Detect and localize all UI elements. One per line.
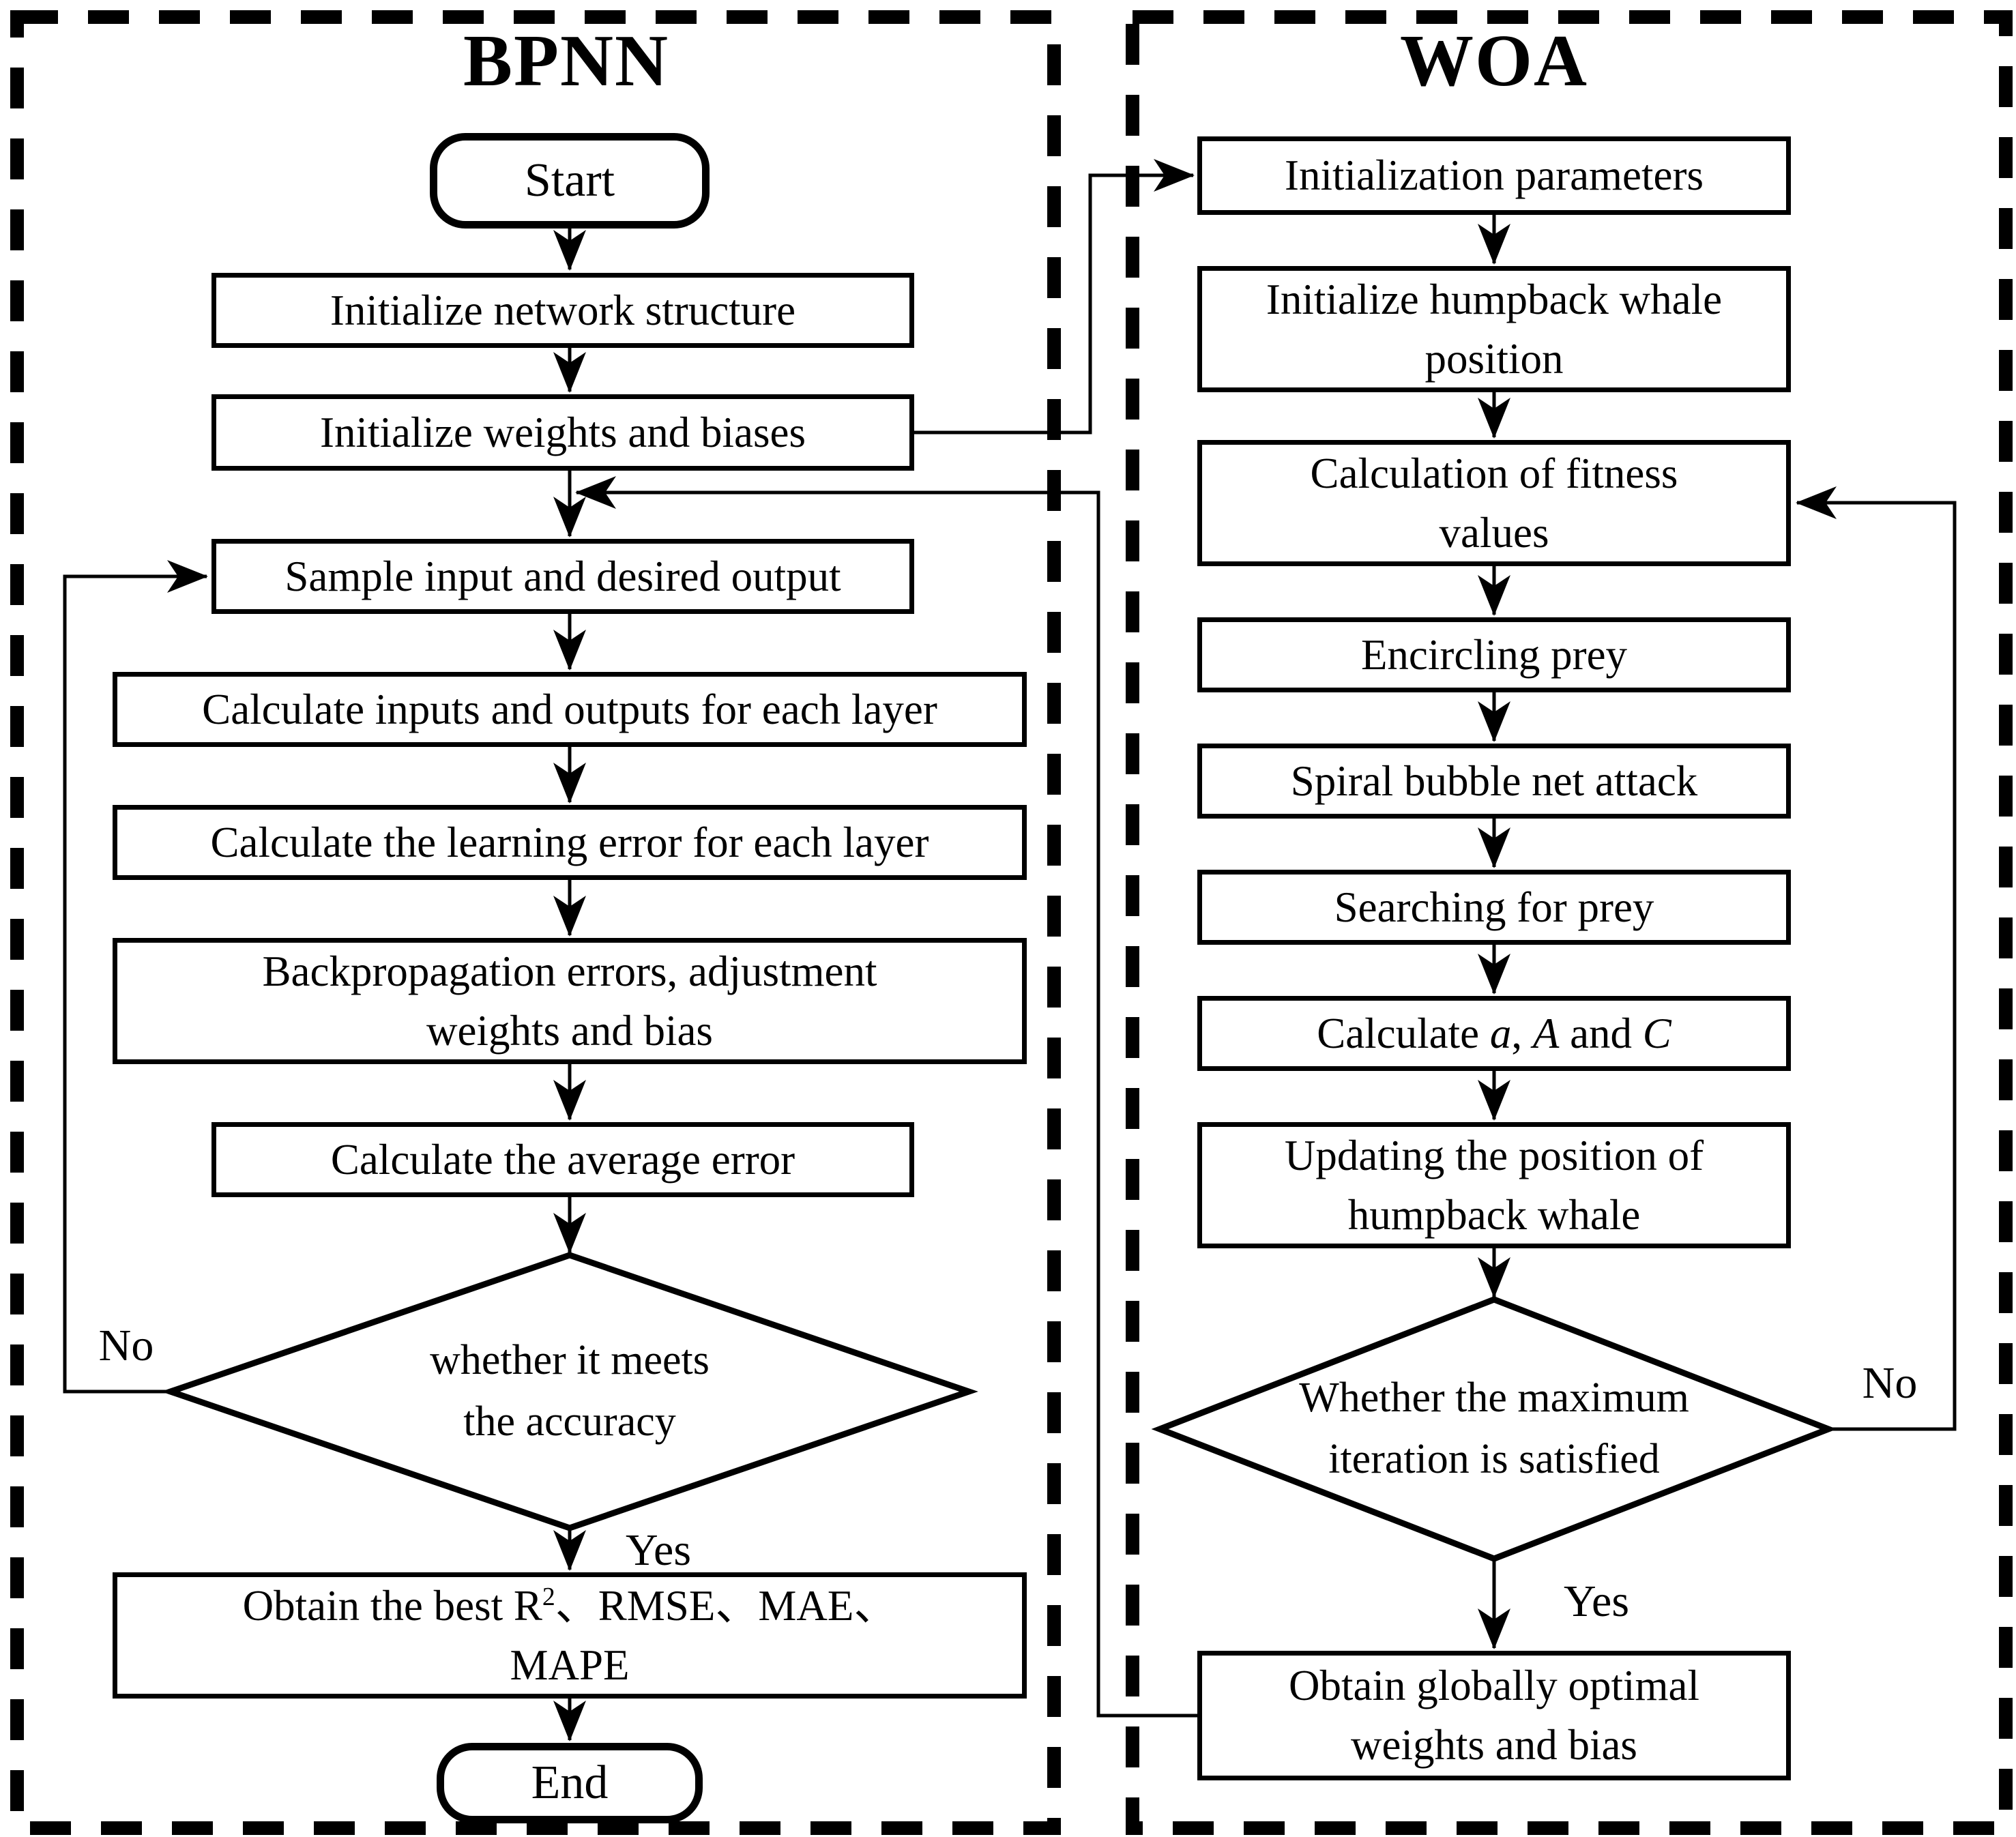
bpnn-no-label: No — [98, 1321, 154, 1370]
node-calc-average-error: Calculate the average error — [211, 1122, 914, 1197]
node-obtain-global-optimal: Obtain globally optimal weights and bias — [1197, 1651, 1791, 1780]
connector-woa-no-loop — [1796, 486, 1957, 1431]
node-initialize-weights-biases: Initialize weights and biases — [211, 394, 914, 471]
node-start: Start — [430, 133, 710, 229]
connector-bpnn-to-woa — [914, 159, 1195, 435]
node-spiral-bubble-net: Spiral bubble net attack — [1197, 744, 1791, 819]
connector-woa-to-bpnn-return — [575, 476, 1197, 1718]
node-encircling-prey: Encircling prey — [1197, 617, 1791, 692]
node-backpropagation: Backpropagation errors, adjustment weigh… — [113, 938, 1027, 1064]
node-searching-prey: Searching for prey — [1197, 870, 1791, 945]
node-calc-learning-error: Calculate the learning error for each la… — [113, 805, 1027, 880]
bpnn-decision-diamond — [161, 1252, 978, 1531]
bpnn-yes-label: Yes — [625, 1525, 692, 1575]
bpnn-panel-title: BPNN — [463, 20, 669, 102]
node-initialization-parameters: Initialization parameters — [1197, 136, 1791, 215]
woa-decision-text: Whether the maximum iteration is satisfi… — [1299, 1375, 1689, 1482]
bpnn-panel-border — [10, 10, 1061, 1835]
node-obtain-best-metrics: Obtain the best R2、RMSE、MAE、MAPE — [113, 1572, 1027, 1699]
node-calc-inputs-outputs: Calculate inputs and outputs for each la… — [113, 672, 1027, 747]
woa-yes-label: Yes — [1563, 1576, 1630, 1626]
node-calculation-fitness: Calculation of fitness values — [1197, 440, 1791, 566]
woa-no-label: No — [1862, 1358, 1918, 1408]
woa-panel-title: WOA — [1400, 20, 1588, 102]
node-calculate-a-A-C: Calculate a, A and C — [1197, 996, 1791, 1071]
bpnn-decision-text: whether it meets the accuracy — [430, 1337, 710, 1445]
node-initialize-whale-position: Initialize humpback whale position — [1197, 266, 1791, 392]
woa-panel-border — [1126, 10, 2013, 1835]
node-sample-input-output: Sample input and desired output — [211, 539, 914, 614]
connector-bpnn-no-loop — [63, 560, 208, 1394]
node-updating-whale-position: Updating the position of humpback whale — [1197, 1122, 1791, 1248]
node-end: End — [437, 1743, 703, 1823]
node-initialize-network-structure: Initialize network structure — [211, 273, 914, 348]
woa-decision-diamond — [1151, 1296, 1837, 1562]
